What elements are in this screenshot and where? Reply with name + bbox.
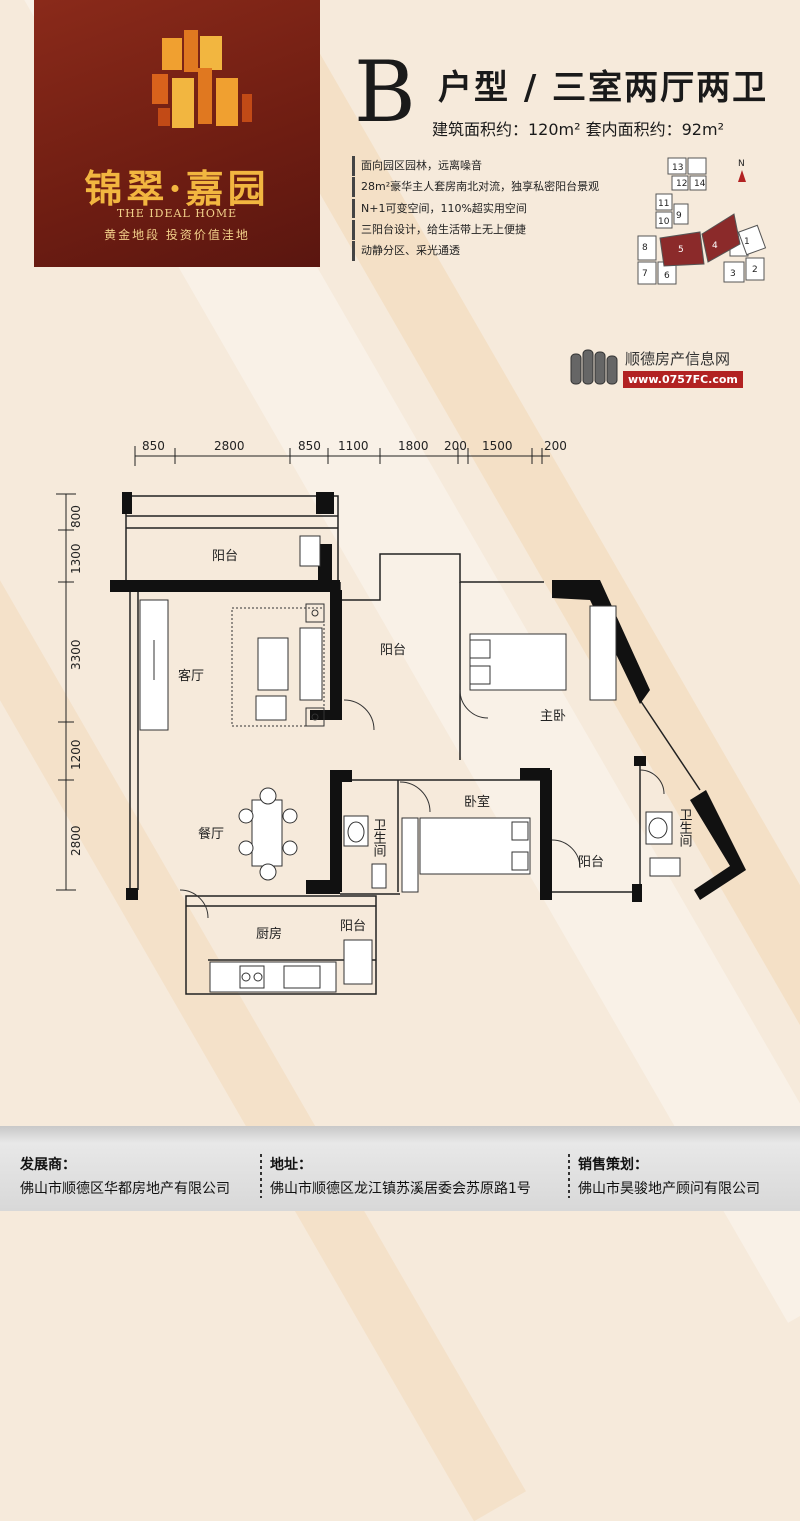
developer-name: 佛山市顺德区华都房地产有限公司 xyxy=(20,1181,230,1197)
unit-letter: B xyxy=(354,43,416,141)
north-label: N xyxy=(738,159,745,169)
footer-divider xyxy=(260,1154,262,1198)
building-label: 6 xyxy=(664,271,670,281)
brand-slogan: 黄金地段 投资价值洼地 xyxy=(104,228,250,242)
unit-title: 户型 / 三室两厅两卫 xyxy=(438,68,769,108)
room-label-kitchen: 厨房 xyxy=(256,926,282,942)
watermark-url: www.0757FC.com xyxy=(623,371,743,388)
dimension-label: 1200 xyxy=(69,739,83,770)
dimension-label: 2800 xyxy=(69,825,83,856)
developer-label: 发展商： xyxy=(20,1157,76,1173)
thin-walls xyxy=(125,495,701,995)
floor-plan: 850 2800 850 1100 1800 200 1500 200 800 … xyxy=(56,439,746,995)
door-swings xyxy=(179,689,665,919)
bathroom-fixtures xyxy=(299,535,681,889)
sales-info: 销售策划： 佛山市昊骏地产顾问有限公司 xyxy=(578,1154,760,1198)
kitchen-counter xyxy=(209,939,373,993)
brand-english: THE IDEAL HOME xyxy=(116,207,238,220)
dimension-label: 2800 xyxy=(214,439,245,453)
room-label-living: 客厅 xyxy=(178,668,204,684)
dimension-label: 1300 xyxy=(69,543,83,574)
building-label: 8 xyxy=(642,243,648,253)
building-label: 13 xyxy=(672,163,683,173)
address-label: 地址： xyxy=(270,1157,312,1173)
building-label: 14 xyxy=(694,179,706,189)
dimension-label: 3300 xyxy=(69,639,83,670)
building-label: 1 xyxy=(744,237,750,247)
sales-value: 佛山市昊骏地产顾问有限公司 xyxy=(578,1181,760,1197)
feature-item: 面向园区园林，远离噪音 xyxy=(352,156,614,176)
living-furniture xyxy=(139,599,325,731)
room-label-bedroom: 卧室 xyxy=(464,794,490,810)
developer-info: 发展商： 佛山市顺德区华都房地产有限公司 xyxy=(20,1154,230,1198)
building-label: 3 xyxy=(730,269,736,279)
brand-logo-block: 锦翠·嘉园 THE IDEAL HOME 黄金地段 投资价值洼地 xyxy=(34,0,320,267)
room-label-dining: 餐厅 xyxy=(198,826,224,842)
dimension-label: 1800 xyxy=(398,439,429,453)
bedroom-bed xyxy=(401,817,531,893)
brand-logo-mark xyxy=(152,30,252,128)
dimension-label: 850 xyxy=(298,439,321,453)
building-label: 12 xyxy=(676,179,687,189)
feature-item: 动静分区、采光通透 xyxy=(352,241,614,261)
dimension-label: 1500 xyxy=(482,439,513,453)
room-label-bathroom: 卫生间 xyxy=(371,818,387,857)
site-key-plan: 13 12 14 11 10 9 8 5 4 1 7 6 3 2 N xyxy=(637,157,767,285)
building-label: 5 xyxy=(678,245,684,255)
room-label-balcony: 阳台 xyxy=(380,643,406,658)
left-dimensions xyxy=(56,493,76,891)
watermark-name: 顺德房产信息网 xyxy=(625,350,731,368)
footer-divider xyxy=(568,1154,570,1198)
watermark: 顺德房产信息网 www.0757FC.com xyxy=(567,344,747,394)
building-label: 2 xyxy=(752,265,758,275)
feature-item: N+1可变空间，110%超实用空间 xyxy=(352,198,614,219)
feature-list: 面向园区园林，远离噪音 28m²豪华主人套房南北对流，独享私密阳台景观 N+1可… xyxy=(352,156,614,262)
room-label-balcony: 阳台 xyxy=(340,919,366,934)
top-dimensions xyxy=(134,446,550,466)
room-label-balcony: 阳台 xyxy=(578,855,604,870)
building-label: 4 xyxy=(712,241,718,251)
building-label: 9 xyxy=(676,211,682,221)
address-value: 佛山市顺德区龙江镇苏溪居委会苏原路1号 xyxy=(270,1181,531,1197)
building-label: 7 xyxy=(642,269,648,279)
address-info: 地址： 佛山市顺德区龙江镇苏溪居委会苏原路1号 xyxy=(270,1154,531,1198)
dimension-label: 200 xyxy=(444,439,467,453)
thick-walls xyxy=(110,492,746,902)
room-label-master: 主卧 xyxy=(540,709,566,724)
footer: 发展商： 佛山市顺德区华都房地产有限公司 地址： 佛山市顺德区龙江镇苏溪居委会苏… xyxy=(0,1126,800,1211)
brand-name: 锦翠·嘉园 xyxy=(84,166,270,211)
room-label-bathroom: 卫生间 xyxy=(677,808,693,847)
master-bed xyxy=(469,605,617,701)
building-label: 10 xyxy=(658,217,670,227)
dining-table xyxy=(238,787,298,881)
dimension-label: 200 xyxy=(544,439,567,453)
sales-label: 销售策划： xyxy=(578,1157,648,1173)
north-arrow-icon xyxy=(738,170,746,182)
dimension-label: 1100 xyxy=(338,439,369,453)
feature-item: 28m²豪华主人套房南北对流，独享私密阳台景观 xyxy=(352,177,614,198)
building-label: 11 xyxy=(658,199,669,209)
room-label-balcony: 阳台 xyxy=(212,549,238,564)
unit-area: 建筑面积约：120m² 套内面积约：92m² xyxy=(432,120,724,139)
feature-item: 三阳台设计，给生活带上无上便捷 xyxy=(352,219,614,240)
dimension-label: 800 xyxy=(69,505,83,528)
roof-tiles-icon xyxy=(570,349,618,385)
dimension-label: 850 xyxy=(142,439,165,453)
